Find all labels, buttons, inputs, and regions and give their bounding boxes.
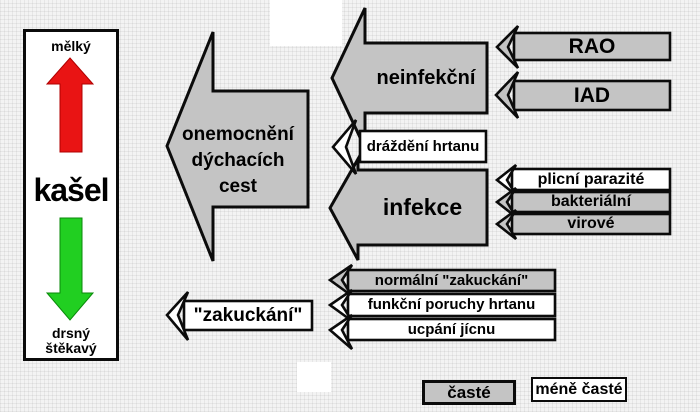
left-arrow-icon: [494, 208, 672, 241]
arrow-viral: virové: [494, 207, 672, 244]
left-arrow-icon: [327, 288, 557, 323]
laryngeal-irritation-label: dráždění hrtanu: [366, 138, 480, 155]
left-arrow-icon: [165, 31, 310, 262]
left-arrow-icon: [330, 7, 489, 149]
legend-frequent-label: časté: [447, 383, 491, 402]
left-arrow-icon: [165, 291, 314, 341]
left-arrow-icon: [331, 119, 488, 175]
cough-scale-panel: mělký kašel drsný štěkavý: [23, 29, 119, 361]
arrow-normal-choking: normální "zakuckání": [326, 262, 558, 300]
arrow-bacterial: bakteriální: [494, 185, 672, 221]
arrow-respiratory-disease: onemocnění dýchacích cest: [165, 30, 311, 263]
left-arrow-icon: [495, 25, 672, 69]
rao-label: RAO: [568, 35, 616, 58]
arrow-functional-laryngeal: funkční poruchy hrtanu: [326, 287, 558, 325]
arrow-iad: IAD: [493, 68, 672, 122]
arrow-noninfectious: neinfekční: [330, 6, 490, 152]
scale-bottom-label-1: drsný: [51, 325, 91, 341]
infection-label: infekce: [382, 194, 463, 220]
legend-less-frequent: méně časté: [531, 377, 627, 402]
left-arrow-icon: [328, 153, 489, 261]
legend-frequent: časté: [422, 380, 516, 405]
bacterial-label: bakteriální: [550, 193, 632, 210]
left-arrow-icon: [327, 263, 557, 298]
background-patch: [270, 0, 342, 46]
scale-title: kašel: [33, 172, 109, 208]
lung-parasites-label: plicní parazité: [537, 171, 645, 188]
legend-less-frequent-label: méně časté: [535, 381, 623, 398]
arrow-infection: infekce: [328, 153, 490, 262]
respiratory-disease-label: onemocnění dýchacích cest: [182, 124, 294, 197]
scale-arrows: [45, 57, 95, 321]
left-arrow-icon: [494, 186, 672, 219]
noninfectious-label: neinfekční: [376, 67, 476, 89]
iad-label: IAD: [573, 84, 611, 107]
arrow-esophageal-obstruction: ucpání jícnu: [326, 312, 558, 354]
left-arrow-icon: [327, 313, 557, 350]
scale-top-label: mělký: [51, 38, 91, 54]
scale-bottom-label-2: štěkavý: [45, 340, 97, 356]
esophageal-obstruction-label: ucpání jícnu: [407, 321, 496, 338]
arrow-rao: RAO: [494, 24, 672, 70]
viral-label: virové: [567, 215, 615, 232]
arrow-laryngeal-irritation: dráždění hrtanu: [330, 116, 490, 178]
choking-label: "zakuckání": [193, 305, 303, 326]
down-arrow-icon: [45, 217, 95, 321]
normal-choking-label: normální "zakuckání": [374, 272, 529, 289]
arrow-choking: "zakuckání": [164, 288, 316, 344]
left-arrow-icon: [494, 71, 672, 119]
up-arrow-icon: [45, 57, 95, 153]
background-patch: [297, 362, 331, 392]
functional-laryngeal-label: funkční poruchy hrtanu: [367, 296, 536, 313]
